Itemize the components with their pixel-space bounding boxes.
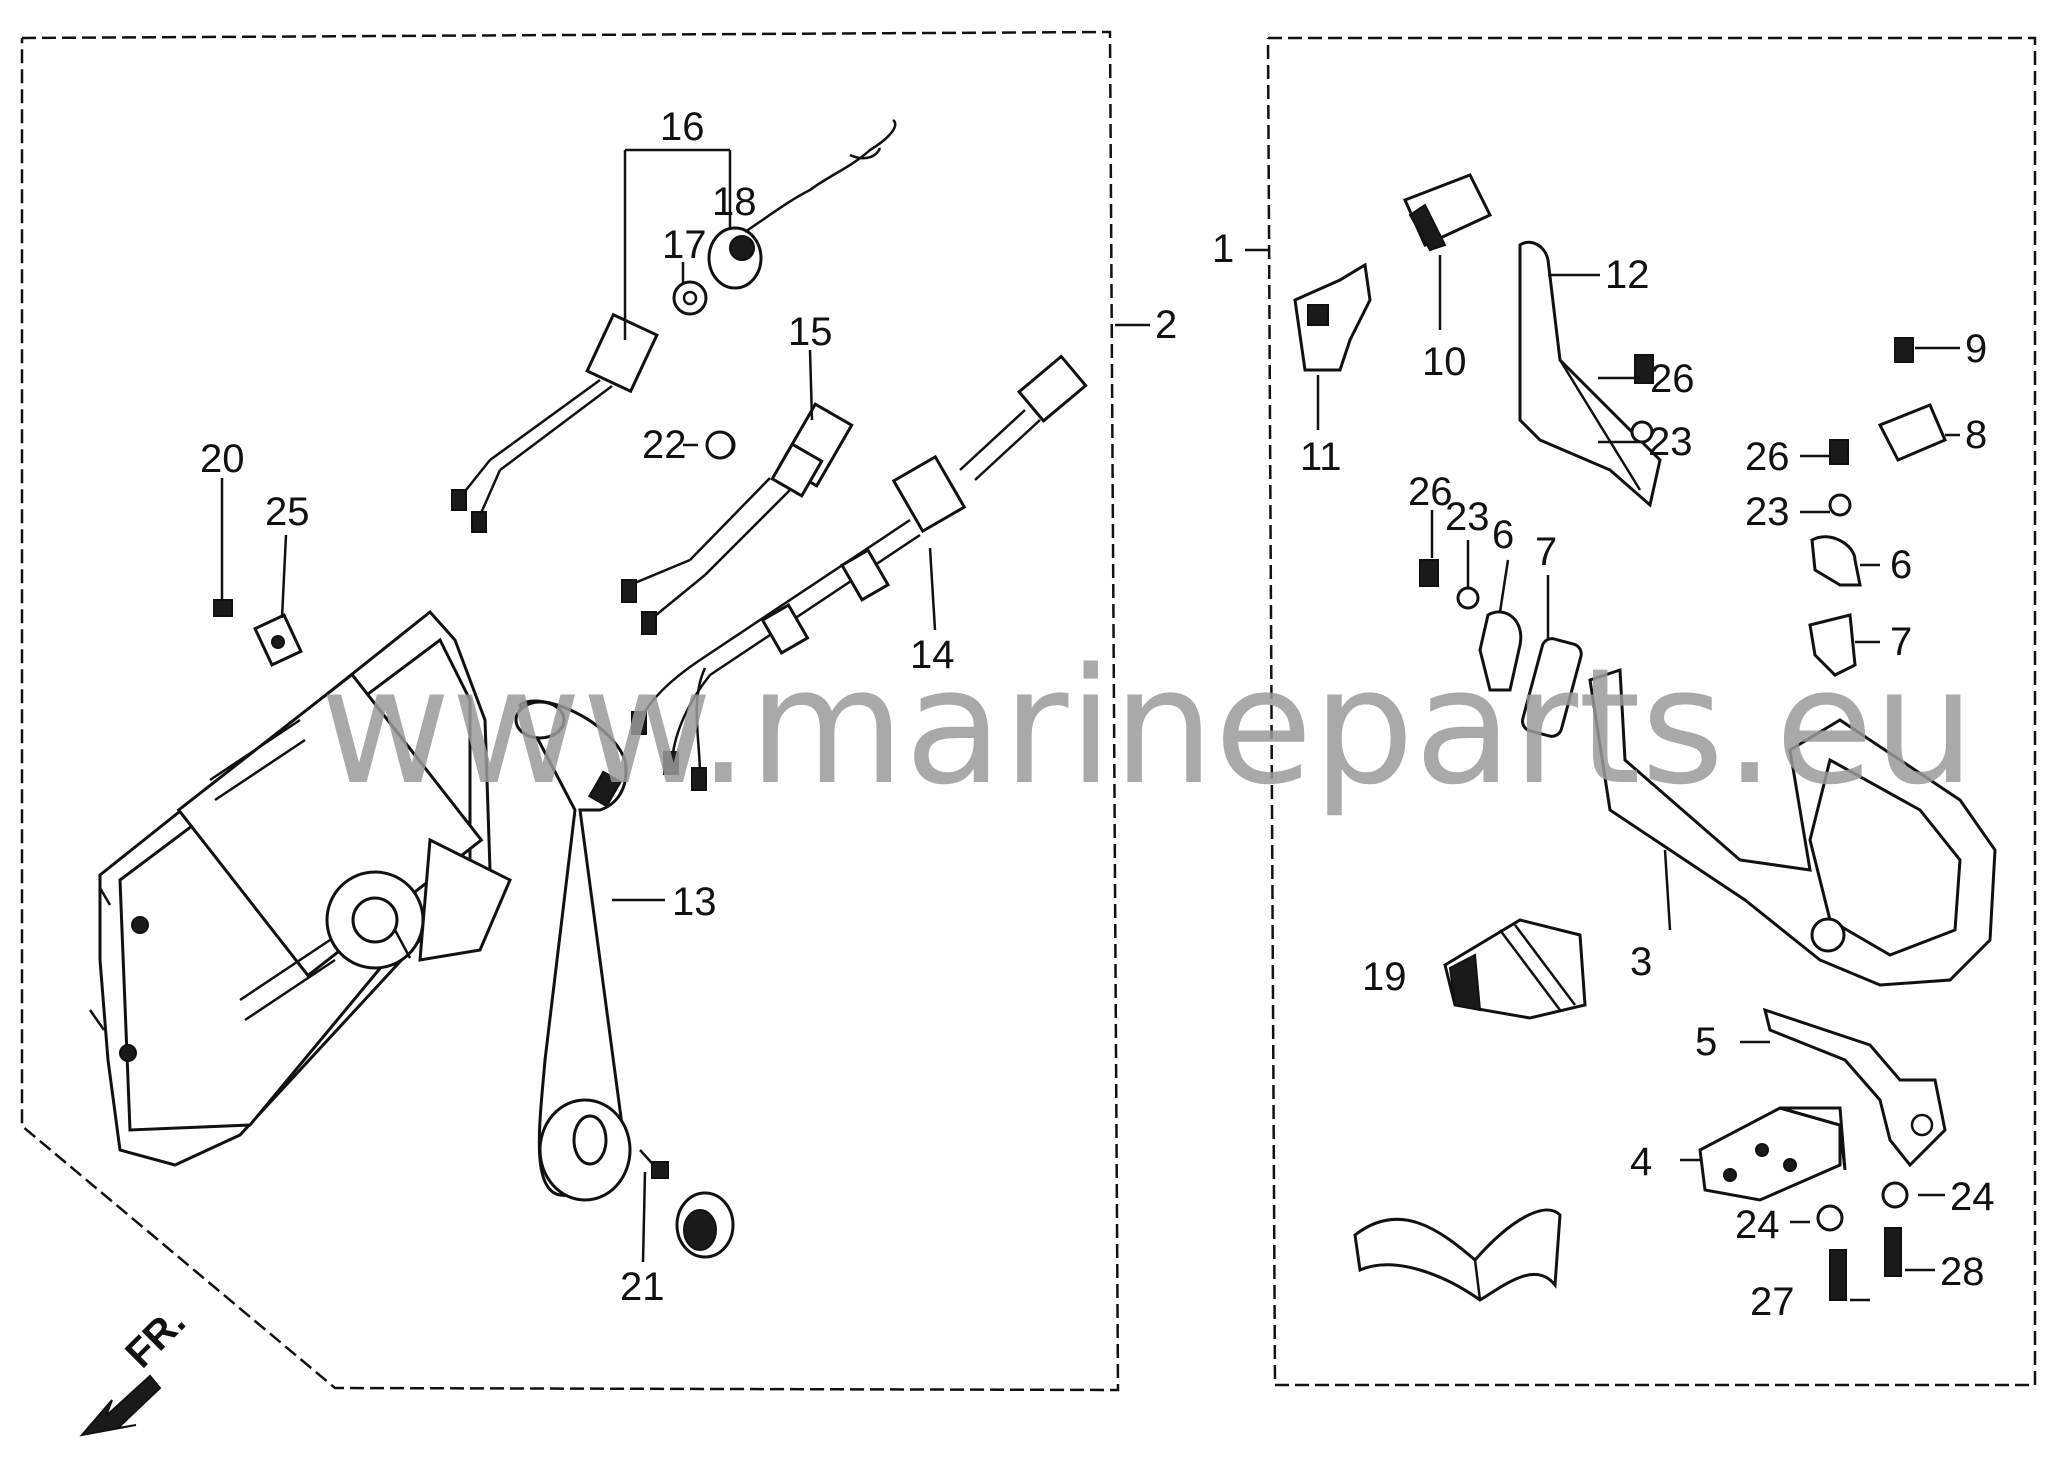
callout-3: 3 [1630, 940, 1652, 984]
callout-25: 25 [265, 490, 310, 534]
right-assembly-frame [1266, 36, 2037, 1387]
remote-control-box [88, 609, 512, 1167]
callout-14: 14 [910, 633, 955, 677]
callout-7-right: 7 [1890, 620, 1912, 664]
part-26-bolt-left [1419, 559, 1439, 587]
part-7-clip-plate-right [1808, 613, 1857, 677]
part-20-screw [213, 588, 233, 617]
callout-1: 1 [1212, 227, 1234, 271]
callout-2: 2 [1155, 303, 1177, 347]
part-24-nut-right [1881, 1181, 1909, 1209]
callout-7-left: 7 [1535, 530, 1557, 574]
part-26-bolt-right [1829, 439, 1849, 465]
callout-19: 19 [1362, 955, 1407, 999]
part-23-washer-right [1828, 493, 1852, 517]
callout-11: 11 [1300, 435, 1342, 479]
callout-23-left: 23 [1445, 495, 1490, 539]
left-assembly-frame [20, 30, 1120, 1392]
callout-23-right: 23 [1745, 490, 1790, 534]
part-12-shift-arm [1518, 240, 1662, 508]
callout-6-left: 6 [1492, 513, 1514, 557]
part-26-bolt-upper [1634, 354, 1654, 384]
callout-labels: 1 2 3 4 5 6 6 7 7 8 9 10 11 12 13 14 15 … [200, 105, 1995, 1324]
front-direction-arrow-icon [79, 1374, 162, 1437]
callout-9: 9 [1965, 327, 1987, 371]
callout-4: 4 [1630, 1140, 1652, 1184]
callout-10: 10 [1422, 340, 1467, 384]
part-27-bolt [1829, 1249, 1847, 1301]
part-3-mounting-bracket [1588, 667, 1997, 987]
part-6-clip-left [1478, 610, 1523, 692]
callout-20: 20 [200, 437, 245, 481]
watermark-text: www.marineparts.eu [320, 633, 1975, 820]
callout-18: 18 [712, 180, 757, 224]
part-19-switch-block [1443, 918, 1587, 1020]
callout-28: 28 [1940, 1250, 1985, 1294]
grommet-plug [675, 1191, 735, 1259]
part-22-nut [705, 430, 735, 460]
part-4-hinge-plate [1698, 1106, 1847, 1202]
callout-13: 13 [672, 880, 717, 924]
callout-27: 27 [1750, 1280, 1795, 1324]
callout-26-upper: 26 [1650, 357, 1695, 401]
callout-6-right: 6 [1890, 543, 1912, 587]
part-23-washer-upper [1630, 420, 1654, 444]
callout-23-upper: 23 [1648, 420, 1693, 464]
callout-12: 12 [1605, 253, 1650, 297]
part-21-screw [639, 1149, 669, 1179]
callout-leader-lines [220, 148, 1960, 1302]
part-14-wiring-harness [631, 354, 1088, 791]
callout-17: 17 [662, 223, 707, 267]
front-direction-label: FR. [117, 1300, 194, 1377]
callout-16: 16 [660, 105, 705, 149]
part-9-bolt [1894, 337, 1914, 363]
callout-26-left: 26 [1408, 470, 1453, 514]
part-8-clamp-block [1877, 403, 1947, 462]
part-28-bolt [1884, 1227, 1902, 1277]
part-16-switch-assembly [451, 118, 897, 533]
part-25-cable-clamp [253, 613, 303, 667]
part-13-control-lever [514, 699, 632, 1202]
part-23-washer-left [1456, 586, 1480, 610]
owners-manual-book-icon [1353, 1208, 1562, 1302]
part-6-clip-right [1810, 535, 1862, 587]
callout-8: 8 [1965, 413, 1987, 457]
callout-21: 21 [620, 1265, 665, 1309]
part-24-nut-left [1816, 1204, 1844, 1232]
part-5-link-arm [1762, 1007, 1947, 1168]
part-7-clip-plate-left [1521, 637, 1583, 738]
callout-26-right: 26 [1745, 435, 1790, 479]
part-10-cable-holder [1402, 173, 1493, 252]
callout-22: 22 [642, 423, 687, 467]
callout-5: 5 [1695, 1020, 1717, 1064]
callout-24-right: 24 [1950, 1175, 1995, 1219]
callout-24-left: 24 [1735, 1203, 1780, 1247]
callout-15: 15 [788, 310, 833, 354]
part-11-cable-bracket [1293, 262, 1372, 372]
